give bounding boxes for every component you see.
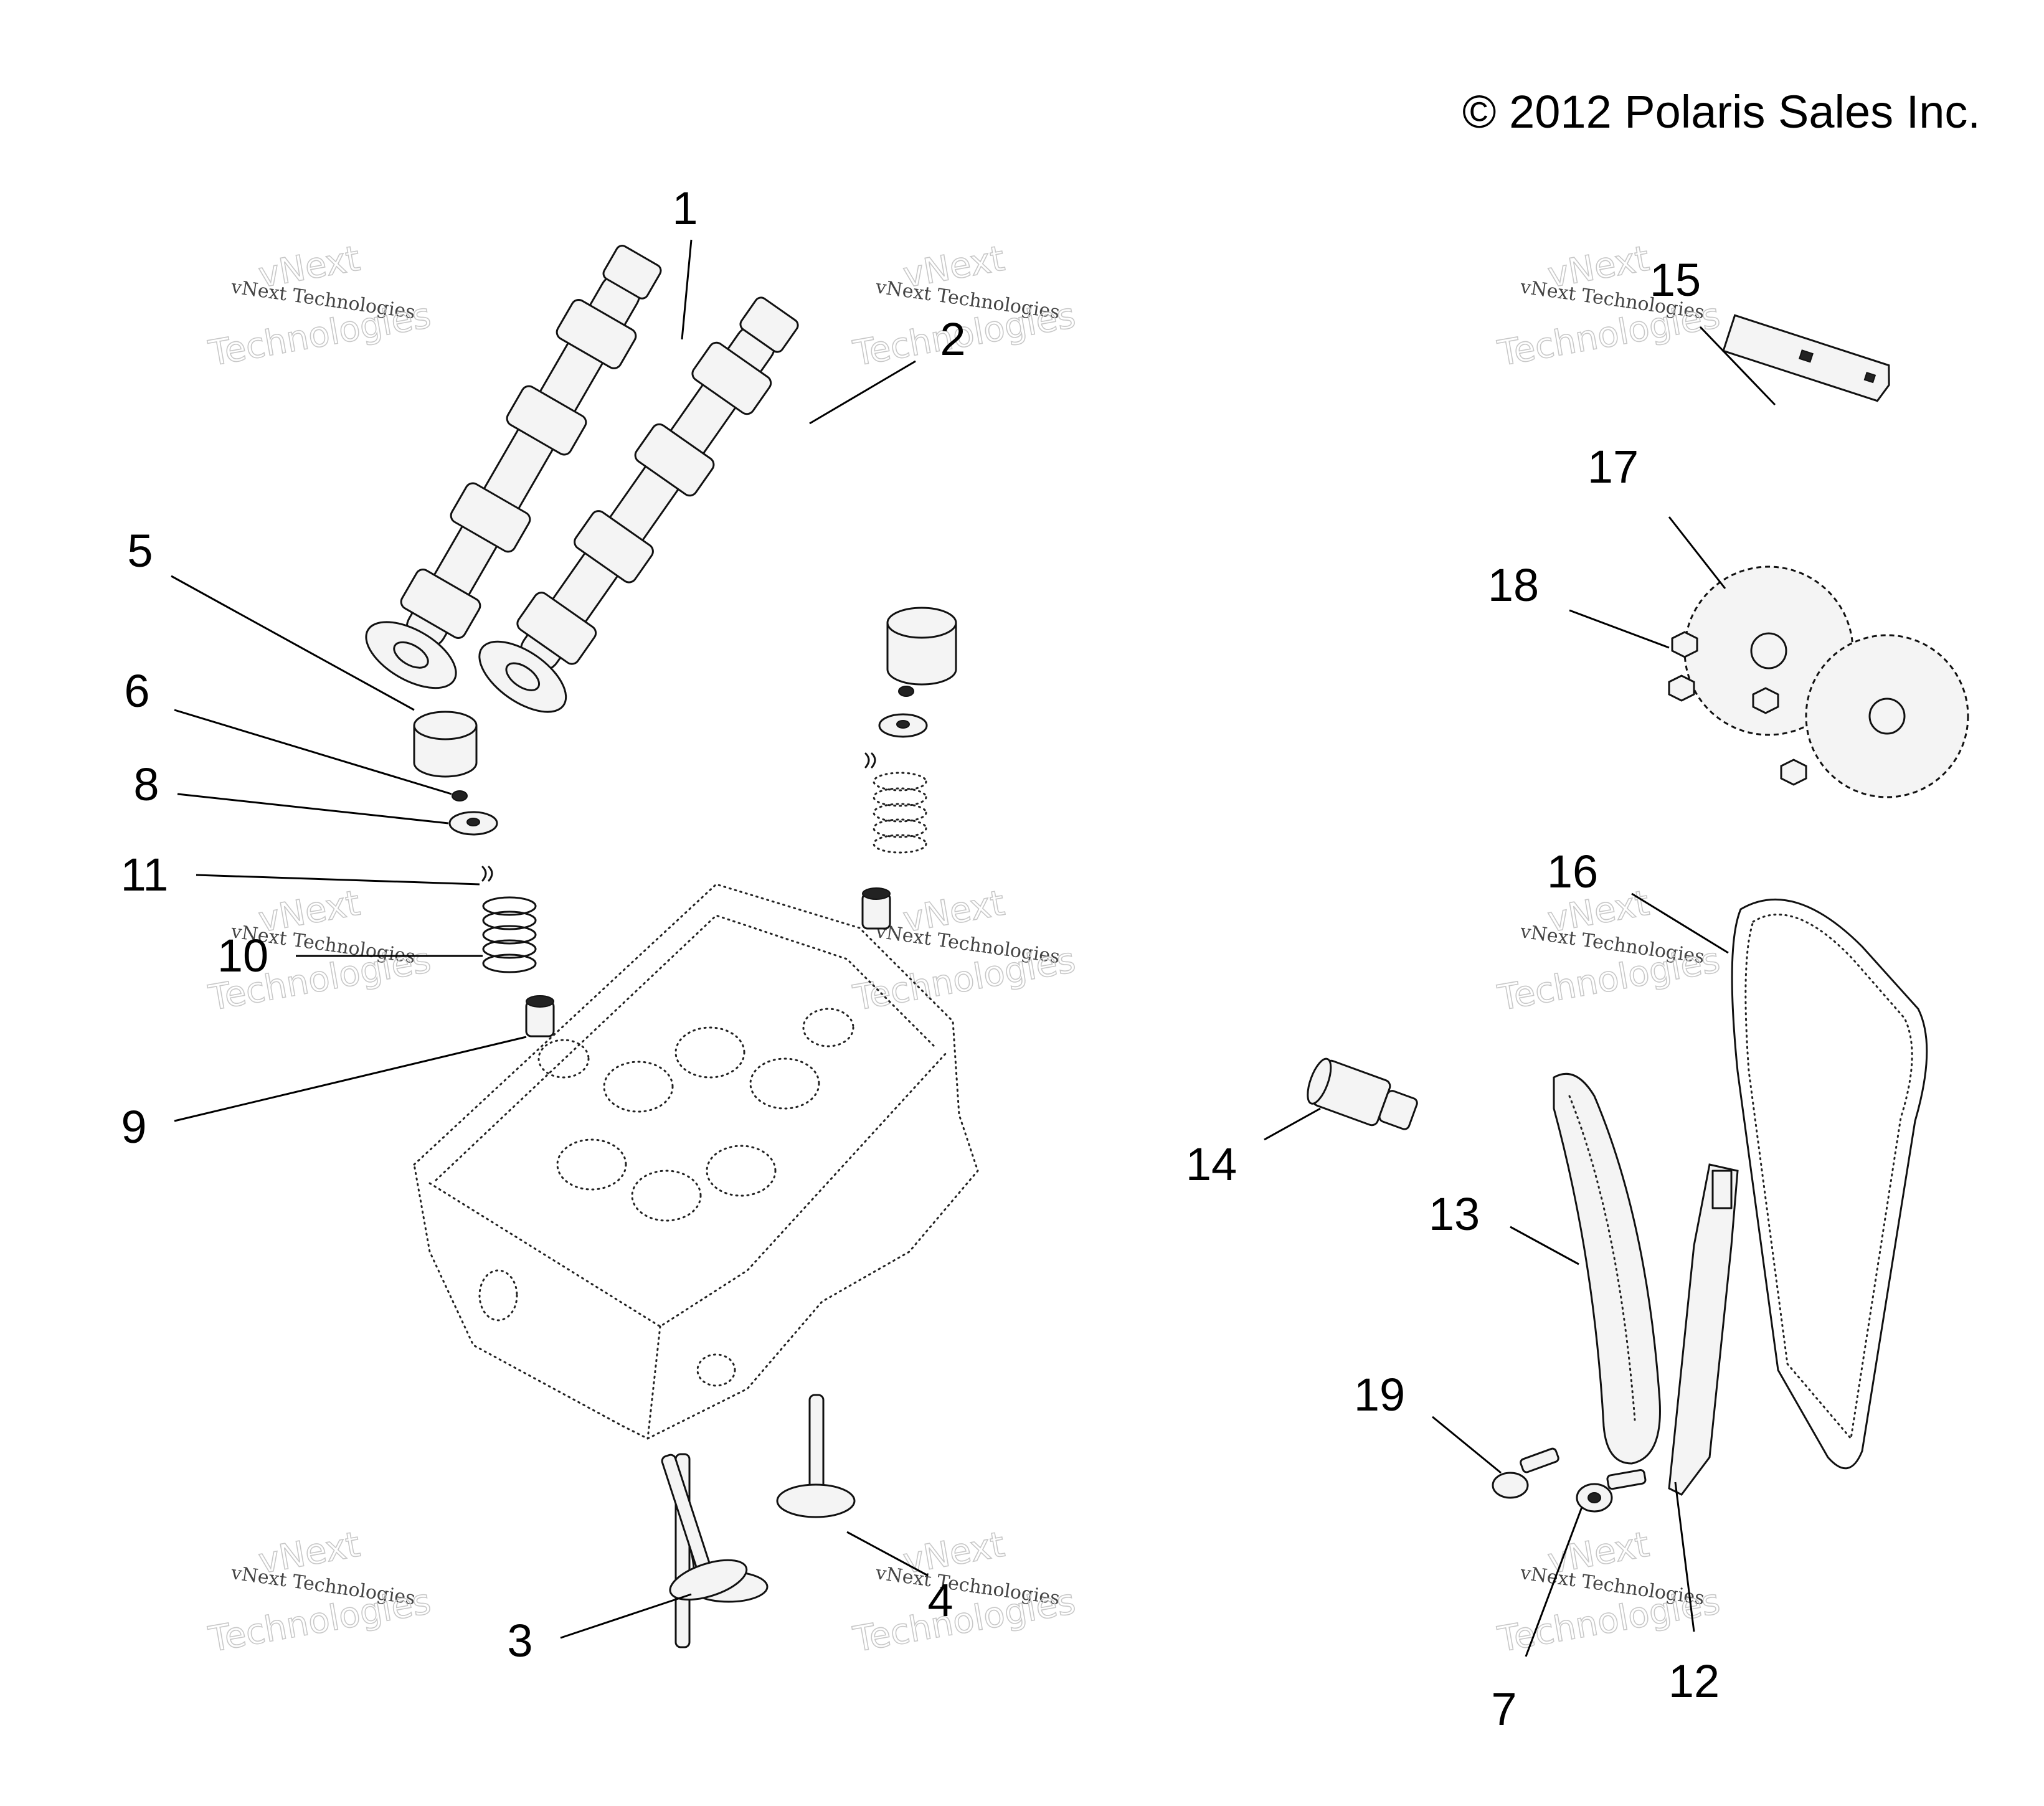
callout-15: 15 [1650,254,1701,306]
timing-chain [1731,898,1928,1470]
valve-intake [674,1453,769,1648]
valve-spring-right [873,772,927,854]
watermark: vNext vNext Technologies Technologies [849,1524,1079,1661]
watermark: vNext vNext Technologies Technologies [205,238,434,375]
valve-keeper [481,866,493,882]
callout-16: 16 [1547,846,1598,897]
callout-6: 6 [124,665,149,717]
callout-19: 19 [1354,1369,1405,1421]
callout-2: 2 [940,313,965,365]
chain-guide-fixed [1668,1163,1739,1496]
leader-line-11 [196,874,480,886]
leader-line-19 [1432,1416,1502,1474]
leader-lines [171,239,1776,1657]
valve-exhaust [776,1394,856,1518]
copyright-notice: © 2012 Polaris Sales Inc. [1462,86,1980,138]
watermark: vNext vNext Technologies Technologies [205,1524,434,1661]
cylinder-head [413,883,979,1440]
leader-line-2 [809,360,916,425]
callout-8: 8 [133,759,159,810]
leader-line-4 [846,1531,929,1577]
leader-line-8 [177,793,449,825]
leader-line-13 [1510,1226,1579,1265]
spring-retainer-right [878,713,928,738]
cam-sprocket [1683,565,1969,798]
camshaft-intake [365,245,662,689]
callout-7: 7 [1491,1683,1516,1735]
callout-1: 1 [672,182,698,234]
leader-line-9 [174,1036,527,1122]
leader-line-15 [1699,326,1776,406]
leader-line-3 [560,1593,692,1639]
chain-guide-upper [1722,314,1890,402]
leader-line-16 [1631,892,1729,954]
callout-13: 13 [1429,1188,1480,1240]
valve-spring [482,896,537,973]
leader-line-1 [681,239,693,340]
chain-tensioner [1307,1057,1418,1130]
valve-keeper-right [864,752,876,768]
callout-10: 10 [217,930,268,981]
leader-line-17 [1668,516,1726,589]
callout-18: 18 [1488,559,1539,611]
watermark: vNext vNext Technologies Technologies [1494,882,1723,1019]
tensioner-blade [1553,1072,1661,1465]
camshaft-exhaust [478,296,799,713]
leader-line-5 [171,575,415,711]
valve-tappet [413,711,478,778]
valve-stem-seal-right [861,887,891,930]
callout-3: 3 [507,1615,532,1667]
leader-line-6 [174,709,452,795]
valve-tappet-right [886,607,957,686]
callout-17: 17 [1587,441,1639,493]
valve-intake-body [661,1454,748,1601]
spring-retainer [448,811,498,836]
valve-stem-seal [525,995,555,1038]
guide-bolt [1576,1469,1647,1513]
leader-line-12 [1674,1482,1695,1632]
watermarks: vNext vNext Technologies Technologies vN… [205,238,1723,1661]
leader-line-14 [1264,1107,1321,1141]
callout-4: 4 [927,1574,953,1626]
callout-9: 9 [121,1101,146,1153]
callout-5: 5 [127,525,153,577]
callout-12: 12 [1668,1655,1720,1707]
leader-line-18 [1569,609,1670,649]
sprocket-bolts [1668,631,1807,786]
callout-14: 14 [1186,1138,1237,1190]
valve-shim [452,790,468,801]
callout-11: 11 [121,849,169,901]
callout-labels: 1 2 3 4 5 6 7 8 9 10 11 12 13 14 15 16 1… [121,182,1720,1735]
valve-shim-right [898,686,914,697]
pivot-bolt [1492,1447,1559,1499]
leader-line-7 [1525,1506,1583,1657]
